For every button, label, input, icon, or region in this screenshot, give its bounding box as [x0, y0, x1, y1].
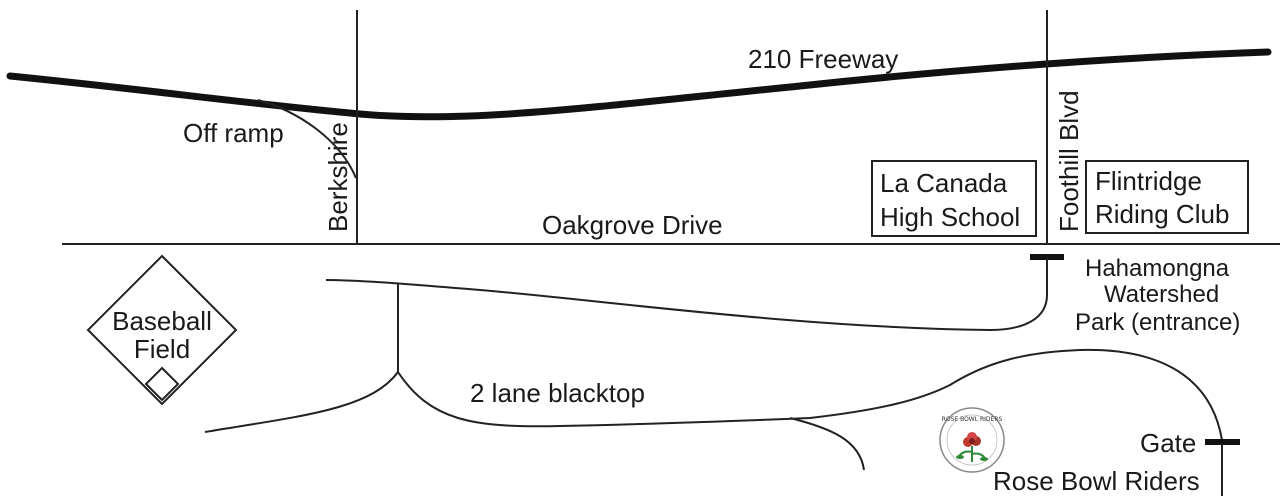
- off-ramp-road: [257, 99, 357, 179]
- riding-club-line2: Riding Club: [1095, 199, 1229, 229]
- blacktop-road: [397, 348, 1223, 496]
- rose-bowl-label: Rose Bowl Riders: [993, 466, 1200, 496]
- south-branch-road: [789, 417, 865, 471]
- logo-text: ROSE BOWL RIDERS: [942, 416, 1003, 423]
- park-line2: Watershed: [1104, 281, 1219, 308]
- home-plate-diamond: [144, 366, 180, 402]
- park-line3: Park (entrance): [1075, 309, 1240, 336]
- off-ramp-label: Off ramp: [183, 118, 284, 148]
- left-branch-road: [204, 371, 399, 433]
- rose-bowl-riders-logo: ROSE BOWL RIDERS: [939, 407, 1005, 473]
- school-box: [871, 160, 1037, 237]
- baseball-field: Baseball Field: [86, 254, 238, 406]
- gate-label: Gate: [1140, 428, 1196, 458]
- baseball-line2: Field: [134, 334, 190, 364]
- freeway-label: 210 Freeway: [748, 44, 898, 74]
- school-line1: La Canada: [880, 168, 1008, 198]
- riding-club-box: [1085, 160, 1249, 234]
- foothill-label: Foothill Blvd: [1054, 90, 1084, 232]
- blacktop-label: 2 lane blacktop: [470, 378, 645, 408]
- baseball-line1: Baseball: [112, 306, 212, 336]
- freeway-210-road: [6, 48, 1272, 121]
- baseball-diamond: [86, 254, 238, 406]
- oakgrove-label: Oakgrove Drive: [542, 210, 723, 240]
- park-road: [325, 257, 1048, 332]
- school-line2: High School: [880, 202, 1020, 232]
- berkshire-label: Berkshire: [323, 122, 353, 232]
- park-line1: Hahamongna: [1085, 255, 1230, 282]
- riding-club-line1: Flintridge: [1095, 166, 1202, 196]
